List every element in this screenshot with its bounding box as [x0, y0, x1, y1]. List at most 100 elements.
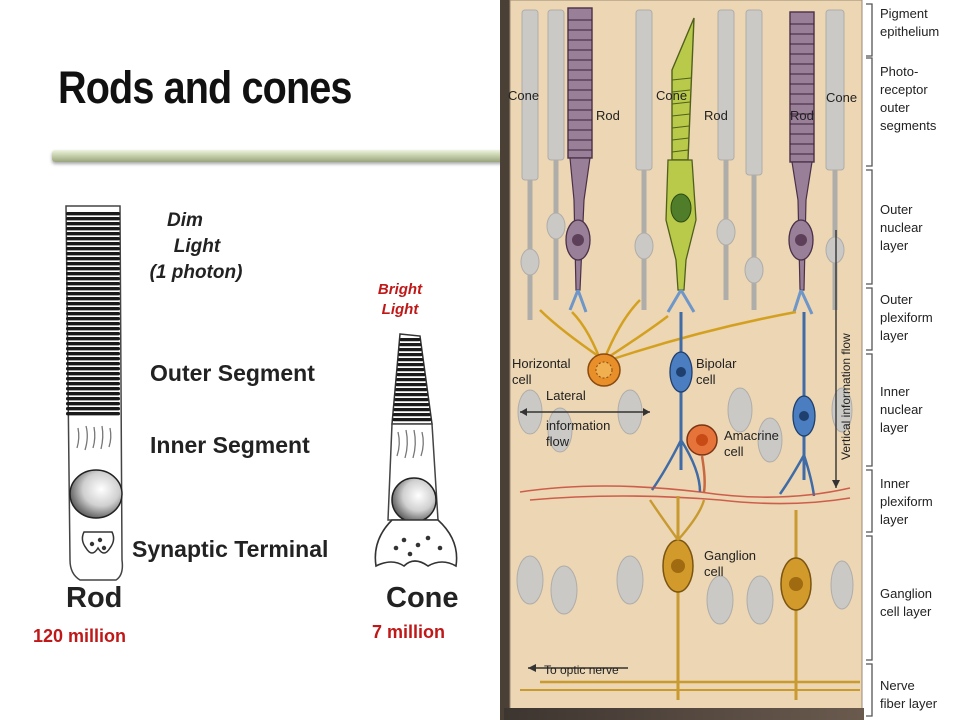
rod-disc — [66, 242, 120, 246]
rod-disc — [66, 312, 120, 316]
title-rule — [52, 150, 504, 162]
label-optic: To optic nerve — [544, 663, 619, 677]
cone-disc — [393, 408, 430, 412]
rod-disc — [66, 217, 120, 221]
label-rod-1: Rod — [596, 108, 620, 123]
amacrine-cell — [686, 424, 718, 493]
cone-disc — [396, 373, 426, 377]
rod-disc — [66, 367, 120, 371]
rod-disc — [66, 262, 120, 266]
rod-disc — [66, 292, 120, 296]
rod-disc — [66, 277, 120, 281]
dim-light-label: Dim Light (1 photon) — [149, 210, 243, 283]
rod-disc — [66, 322, 120, 326]
bipolar-cell-1 — [650, 312, 702, 493]
label-lateral-1: Lateral — [546, 388, 586, 403]
layer-label: receptor — [880, 82, 928, 97]
layer-label: plexiform — [880, 494, 933, 509]
label-ganglion-2: cell — [704, 564, 724, 579]
rod-disc — [66, 247, 120, 251]
layer-label: layer — [880, 328, 909, 343]
layer-label: Ganglion — [880, 586, 932, 601]
layer-label: plexiform — [880, 310, 933, 325]
ganglion-cell-2 — [780, 510, 812, 700]
cone-disc — [393, 403, 430, 407]
layer-label: nuclear — [880, 220, 923, 235]
label-horizontal-1: Horizontal — [512, 356, 571, 371]
cone-disc — [396, 378, 426, 382]
label-rod-3: Rod — [790, 108, 814, 123]
horizontal-processes — [539, 299, 797, 371]
cone-disc — [394, 393, 428, 397]
rod-disc — [66, 267, 120, 271]
layer-labels: Pigment epithelium Photo- receptor outer… — [880, 6, 939, 711]
cone-disc — [397, 358, 424, 362]
cone-count: 7 million — [372, 622, 446, 642]
label-horizontal-2: cell — [512, 372, 532, 387]
cone-cell-1 — [665, 17, 697, 313]
rod-disc — [66, 352, 120, 356]
cone-disc — [397, 363, 424, 367]
layer-label: layer — [880, 512, 909, 527]
outer-segment-label: Outer Segment — [150, 360, 315, 386]
rod-disc — [66, 387, 120, 391]
rod-disc — [66, 237, 120, 241]
cone-disc — [396, 368, 425, 372]
layer-label: outer — [880, 100, 910, 115]
rod-disc — [66, 252, 120, 256]
layer-label: Inner — [880, 476, 910, 491]
label-lateral-3: flow — [546, 434, 570, 449]
label-rod-2: Rod — [704, 108, 728, 123]
label-bipolar-1: Bipolar — [696, 356, 737, 371]
inner-segment-label: Inner Segment — [150, 432, 310, 458]
layer-label: segments — [880, 118, 937, 133]
rod-disc — [66, 342, 120, 346]
rod-disc — [66, 347, 120, 351]
rod-disc — [66, 357, 120, 361]
cone-disc — [399, 343, 422, 347]
cone-mitochondria — [396, 429, 424, 459]
rod-disc — [66, 382, 120, 386]
rod-disc — [66, 397, 120, 401]
bright-light-label: Bright Light — [377, 281, 423, 318]
rod-disc — [66, 332, 120, 336]
layer-label: layer — [880, 420, 909, 435]
rod-disc — [66, 287, 120, 291]
label-vertical-flow: Vertical information flow — [839, 333, 853, 460]
bipolar-cell-2 — [778, 312, 816, 497]
rod-disc — [66, 377, 120, 381]
rod-disc — [66, 257, 120, 261]
rod-disc — [66, 212, 120, 216]
layer-label: cell layer — [880, 604, 932, 619]
rod-disc — [66, 337, 120, 341]
rod-disc — [66, 222, 120, 226]
cone-label: Cone — [386, 582, 459, 614]
label-cone-1: Cone — [508, 88, 539, 103]
cone-disc — [398, 348, 422, 352]
retina-cell-labels: Cone Rod Cone Rod Rod Cone Horizontal ce… — [508, 88, 857, 677]
cone-disc — [392, 413, 431, 417]
layer-label: nuclear — [880, 402, 923, 417]
cone-pedicle — [374, 519, 458, 568]
rod-disc — [66, 317, 120, 321]
rod-vesicles — [89, 537, 107, 551]
rod-disc — [66, 272, 120, 276]
label-ganglion-1: Ganglion — [704, 548, 756, 563]
rod-disc — [66, 402, 120, 406]
rod-disc — [66, 327, 120, 331]
layer-label: Photo- — [880, 64, 918, 79]
cone-disc — [399, 338, 421, 342]
layer-braces — [866, 3, 873, 717]
retina-diagram: Cone Rod Cone Rod Rod Cone Horizontal ce… — [500, 0, 960, 720]
label-lateral-2: information — [546, 418, 610, 433]
layer-label: Nerve — [880, 678, 915, 693]
cone-disc — [392, 418, 432, 422]
synaptic-terminal-label: Synaptic Terminal — [132, 536, 329, 562]
rod-disc — [66, 232, 120, 236]
rod-count: 120 million — [33, 626, 127, 646]
rod-disc — [66, 227, 120, 231]
rod-disc — [66, 307, 120, 311]
photoreceptor-schematic — [65, 205, 458, 581]
rod-label: Rod — [66, 582, 123, 614]
cone-disc — [398, 353, 423, 357]
